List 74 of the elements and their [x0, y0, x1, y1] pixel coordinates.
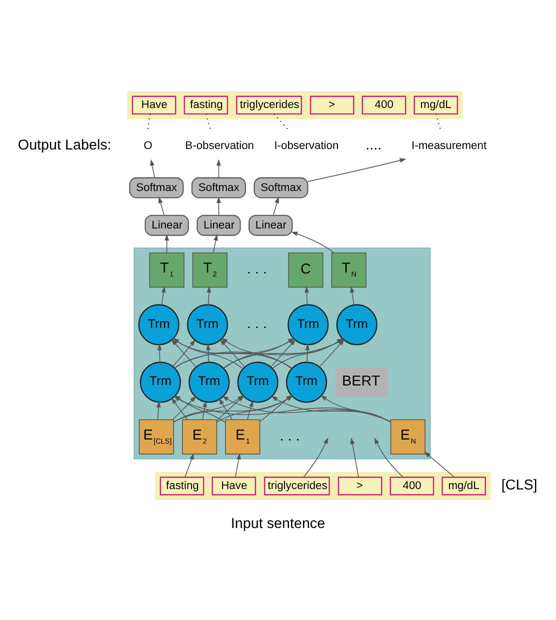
arrow [171, 397, 188, 420]
node-box: mg/dL [442, 476, 486, 495]
arrow [216, 158, 221, 178]
label: .... [366, 136, 382, 153]
arrow [303, 436, 328, 478]
node-box: T$_{1}$ [149, 252, 184, 288]
node-box: C [288, 252, 324, 288]
arrow [212, 234, 218, 253]
arrow [206, 343, 210, 362]
arrow [158, 196, 164, 215]
arrow [350, 286, 354, 305]
arrow [164, 234, 170, 253]
node-text: I-observation [274, 139, 339, 152]
node-box: fasting [184, 95, 228, 114]
node-text: I-measurement [412, 139, 487, 152]
node-box: > [310, 95, 354, 114]
arrow [246, 400, 254, 420]
arrow [270, 338, 296, 367]
caption: Input sentence [230, 516, 326, 532]
node-box: E$_{N}$ [390, 418, 426, 454]
arrow [156, 400, 161, 420]
arrow [308, 158, 406, 182]
node-box: Have [212, 476, 256, 495]
arrow [234, 452, 241, 478]
node-box: Softmax [191, 176, 246, 198]
arrow [220, 338, 246, 367]
arrow [157, 343, 162, 362]
node-box: 400 [362, 95, 406, 114]
node-box: E$_{[CLS]}$ [138, 418, 174, 454]
node-box: Linear [248, 214, 293, 236]
arrow [305, 343, 310, 362]
node-box: fasting [160, 476, 204, 495]
node-box: Softmax [129, 176, 184, 198]
node-box: > [338, 476, 382, 495]
node-box: Have [132, 95, 176, 114]
connector [435, 113, 442, 132]
arrow [184, 452, 194, 478]
arrow [320, 394, 392, 422]
node-box: E$_{2}$ [182, 418, 218, 454]
arrow [202, 400, 207, 420]
node-box: T$_{N}$ [331, 252, 366, 288]
connector [206, 113, 212, 132]
node-text: B-observation [185, 139, 254, 152]
node-box: Softmax [254, 176, 308, 198]
node-box: E$_{1}$ [225, 418, 260, 454]
node-box: triglycerides [264, 476, 330, 495]
node-box: Linear [196, 214, 241, 236]
cluster [155, 472, 491, 500]
node-box: Linear [144, 214, 189, 236]
arrow [161, 286, 166, 305]
arrow [304, 286, 309, 305]
label: Output Labels: [18, 136, 112, 153]
node-box: 400 [390, 476, 434, 495]
label: . . . [247, 261, 268, 278]
arrow [150, 158, 155, 178]
connector [146, 113, 152, 131]
node-box: BERT [335, 366, 388, 396]
arrow [218, 398, 233, 420]
arrow [272, 196, 280, 215]
connector [274, 113, 290, 132]
arrow [291, 231, 334, 253]
arrow [206, 286, 212, 305]
arrow [350, 437, 359, 478]
arrow [374, 436, 404, 478]
arrow [424, 451, 455, 478]
cluster [127, 90, 463, 119]
node-box: triglycerides [236, 95, 302, 114]
node-text: O [144, 139, 152, 152]
label: . . . [247, 316, 268, 332]
arrow [216, 196, 221, 215]
label: . . . [280, 428, 300, 444]
label: [CLS] [501, 477, 538, 494]
node-box: T$_{2}$ [192, 252, 228, 288]
node-box: mg/dL [414, 95, 458, 114]
